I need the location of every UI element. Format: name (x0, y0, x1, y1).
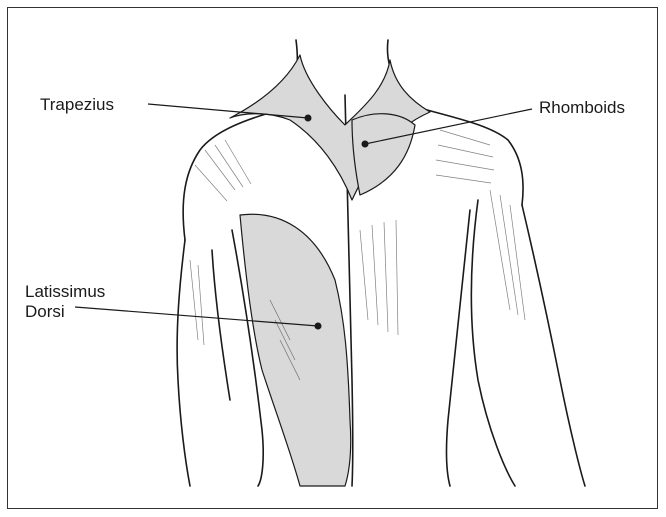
rhomboids-label: Rhomboids (539, 98, 625, 118)
trapezius-label: Trapezius (40, 95, 114, 115)
trapezius-pointer-dot (305, 115, 312, 122)
latissimus-dorsi-label: Latissimus Dorsi (25, 282, 105, 322)
latissimus-label-line2: Dorsi (25, 302, 105, 322)
rhomboids-pointer-dot (362, 141, 369, 148)
right-arm-outer (522, 205, 585, 486)
rhomboid-muscle (352, 114, 415, 195)
right-arm-inner (471, 200, 515, 486)
latissimus-label-line1: Latissimus (25, 282, 105, 302)
left-arm-inner (212, 250, 230, 400)
latissimus-dorsi-muscle (240, 214, 351, 486)
latissimus-pointer-dot (315, 323, 322, 330)
left-arm-outer (177, 240, 190, 486)
shoulder-right-outline (420, 108, 523, 205)
torso-right-side (447, 210, 470, 486)
